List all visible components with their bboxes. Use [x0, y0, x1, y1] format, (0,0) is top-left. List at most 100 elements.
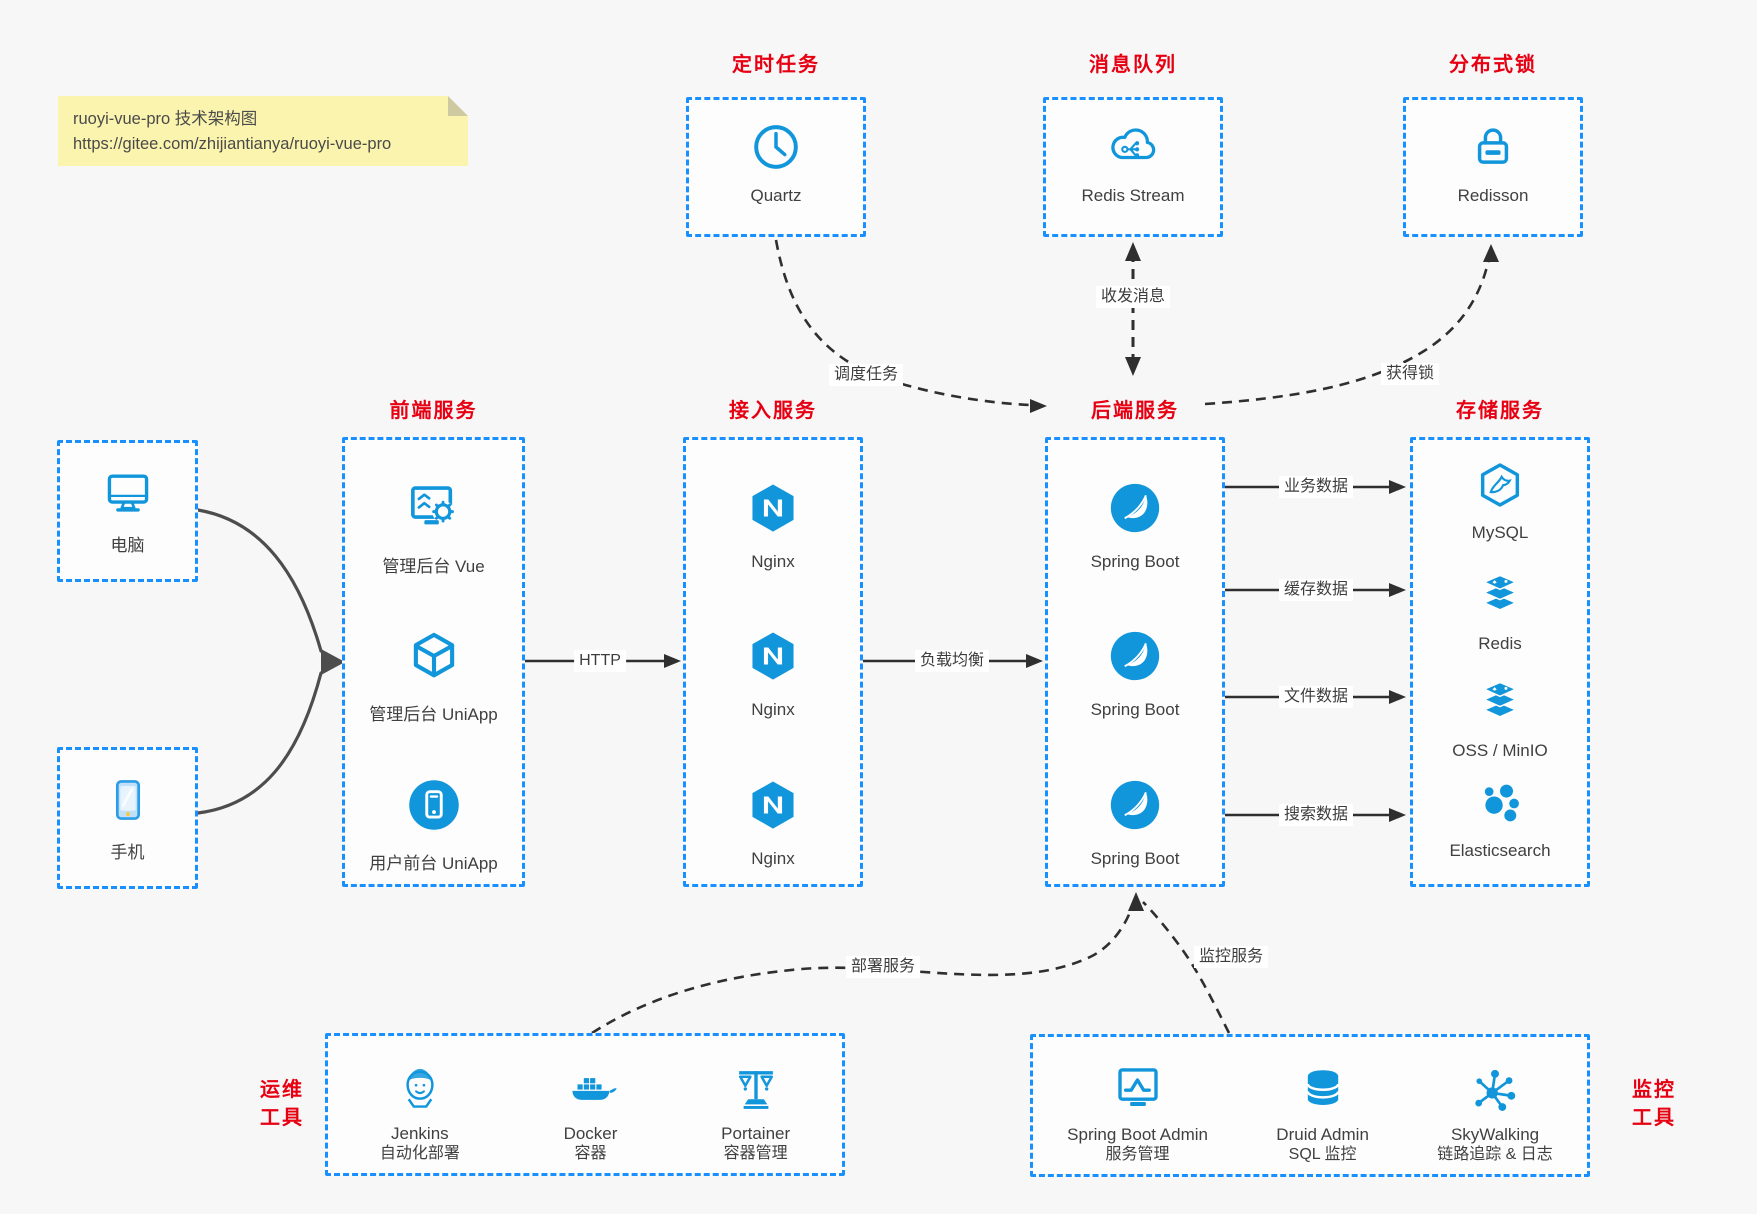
skywalking-desc: 链路追踪 & 日志 [1437, 1146, 1553, 1163]
spring-boot-admin-name: Spring Boot Admin [1067, 1125, 1208, 1144]
ops-tools-box: Jenkins 自动化部署 Docker 容器 [325, 1033, 845, 1176]
mysql-label: MySQL [1471, 523, 1529, 542]
admin-vue-icon [410, 486, 454, 525]
schedule-task-curve [774, 239, 1047, 413]
nginx-item: Nginx [686, 478, 860, 572]
docker-name: Docker [563, 1124, 618, 1143]
spring-boot-label: Spring Boot [1090, 700, 1180, 719]
spring-boot-icon [1110, 780, 1160, 830]
skywalking-icon [1475, 1069, 1516, 1111]
storage-services-box: MySQL Redis [1410, 437, 1590, 887]
title-gateway-services: 接入服务 [729, 400, 817, 422]
admin-vue-item: 管理后台 Vue [345, 478, 522, 577]
spring-boot-label: Spring Boot [1090, 849, 1180, 868]
edge-label-monitor-services: 监控服务 [1193, 946, 1269, 968]
admin-vue-label: 管理后台 Vue [382, 557, 485, 576]
user-uniapp-item: 用户前台 UniApp [345, 775, 522, 874]
spring-boot-item: Spring Boot [1048, 775, 1222, 869]
gateway-services-box: Nginx Nginx Nginx [683, 437, 863, 887]
jenkins-desc: 自动化部署 [379, 1145, 460, 1162]
nginx-icon [752, 632, 794, 680]
monitor-tools-side-title: 监控 工具 [1612, 1076, 1696, 1132]
admin-uniapp-label: 管理后台 UniApp [369, 705, 498, 724]
acquire-lock-curve [1204, 244, 1499, 406]
desktop-icon [107, 474, 148, 512]
client-arrowhead [321, 649, 345, 675]
lock-icon [1477, 128, 1509, 164]
edge-label-search-data: 搜索数据 [1278, 804, 1354, 826]
edge-label-business-data: 业务数据 [1278, 476, 1354, 498]
edge-label-http: HTTP [574, 650, 626, 672]
ops-tools-side-title: 运维 工具 [240, 1076, 324, 1132]
redis-label: Redis [1478, 634, 1522, 653]
frontend-services-box: 管理后台 Vue 管理后台 UniApp 用户前台 UniApp [342, 437, 525, 887]
spring-boot-icon [1110, 483, 1160, 533]
elasticsearch-icon [1484, 784, 1519, 822]
elasticsearch-item: Elasticsearch [1413, 777, 1587, 861]
clock-icon [754, 125, 798, 169]
quartz-label: Quartz [750, 186, 802, 205]
title-distributed-lock: 分布式锁 [1449, 54, 1537, 76]
monitor-title-line1: 监控 [1632, 1079, 1676, 1101]
monitor-curve [1142, 901, 1231, 1034]
druid-icon [1306, 1070, 1340, 1105]
portainer-icon [738, 1071, 773, 1109]
phone-arrow-curve [196, 671, 323, 815]
edge-label-deploy-services: 部署服务 [845, 956, 921, 978]
spring-boot-admin-desc: 服务管理 [1105, 1146, 1170, 1163]
druid-desc: SQL 监控 [1288, 1146, 1357, 1163]
redisson-box: Redisson [1403, 97, 1583, 237]
nginx-label: Nginx [751, 849, 795, 868]
note-url: https://gitee.com/zhijiantianya/ruoyi-vu… [73, 135, 392, 153]
deploy-curve [591, 892, 1144, 1035]
nginx-icon [752, 484, 794, 532]
message-queue-arrow [1125, 242, 1141, 376]
spring-boot-item: Spring Boot [1048, 478, 1222, 572]
oss-minio-item: OSS / MinIO [1413, 677, 1587, 761]
monitor-title-line2: 工具 [1632, 1107, 1676, 1129]
skywalking-item: SkyWalking 链路追踪 & 日志 [1437, 1061, 1553, 1165]
jenkins-name: Jenkins [391, 1124, 449, 1143]
edge-label-cache-data: 缓存数据 [1278, 579, 1354, 601]
spring-boot-icon [1110, 631, 1160, 681]
mobile-client-label: 手机 [110, 843, 145, 862]
redis-item: Redis [1413, 570, 1587, 654]
nginx-item: Nginx [686, 626, 860, 720]
spring-boot-admin-icon [1117, 1068, 1158, 1106]
mysql-item: MySQL [1413, 459, 1587, 543]
nginx-item: Nginx [686, 775, 860, 869]
edge-label-acquire-lock: 获得锁 [1380, 363, 1440, 385]
redis-icon [1482, 574, 1518, 611]
quartz-box: Quartz [686, 97, 866, 237]
elasticsearch-label: Elasticsearch [1449, 841, 1551, 860]
pc-client-label: 电脑 [110, 536, 145, 555]
portainer-name: Portainer [721, 1124, 791, 1143]
user-app-icon [408, 780, 459, 830]
redis-stream-box: Redis Stream [1043, 97, 1223, 237]
spring-boot-admin-item: Spring Boot Admin 服务管理 [1067, 1061, 1208, 1165]
docker-item: Docker 容器 [564, 1060, 618, 1164]
uniapp-cube-icon [413, 632, 454, 678]
redisson-label: Redisson [1457, 186, 1529, 205]
docker-icon [571, 1078, 617, 1100]
edge-label-send-receive-messages: 收发消息 [1095, 286, 1171, 308]
edge-label-file-data: 文件数据 [1278, 686, 1354, 708]
oss-minio-icon [1482, 681, 1518, 718]
user-uniapp-label: 用户前台 UniApp [369, 854, 498, 873]
backend-services-box: Spring Boot Spring Boot Spring Boot [1045, 437, 1225, 887]
sticky-note: ruoyi-vue-pro 技术架构图 https://gitee.com/zh… [58, 96, 468, 166]
note-title: ruoyi-vue-pro 技术架构图 [73, 110, 258, 128]
portainer-desc: 容器管理 [723, 1145, 788, 1162]
data-arrows [1225, 480, 1406, 822]
desktop-arrow-curve [196, 508, 323, 653]
client-arrows [196, 508, 345, 815]
title-storage-services: 存储服务 [1456, 400, 1544, 422]
smartphone-icon [115, 780, 140, 820]
docker-desc: 容器 [574, 1145, 607, 1162]
title-frontend-services: 前端服务 [389, 400, 478, 422]
admin-uniapp-item: 管理后台 UniApp [345, 626, 522, 725]
skywalking-name: SkyWalking [1450, 1125, 1540, 1144]
oss-minio-label: OSS / MinIO [1452, 741, 1548, 760]
mobile-client-box: 手机 [57, 747, 198, 889]
pc-client-box: 电脑 [57, 440, 198, 582]
